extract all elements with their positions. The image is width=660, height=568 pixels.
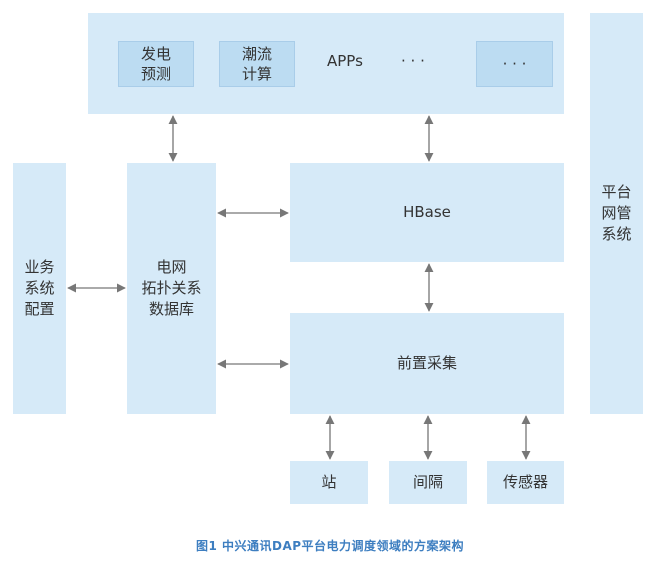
source-bay: 间隔 (389, 461, 467, 504)
hbase-block: HBase (290, 163, 564, 262)
front-acquisition-block: 前置采集 (290, 313, 564, 414)
apps-ellipsis: · · · (401, 52, 425, 70)
apps-label: APPs (327, 52, 363, 70)
figure-caption: 图1 中兴通讯DAP平台电力调度领域的方案架构 (195, 539, 465, 553)
platform-network-management: 平台 网管 系统 (590, 13, 643, 414)
grid-topology-database: 电网 拓扑关系 数据库 (127, 163, 216, 414)
source-station: 站 (290, 461, 368, 504)
source-sensor: 传感器 (487, 461, 564, 504)
business-system-config: 业务 系统 配置 (13, 163, 66, 414)
app-power-flow-calculation: 潮流 计算 (219, 41, 295, 87)
app-power-generation-forecast: 发电 预测 (118, 41, 194, 87)
app-more: · · · (476, 41, 553, 87)
